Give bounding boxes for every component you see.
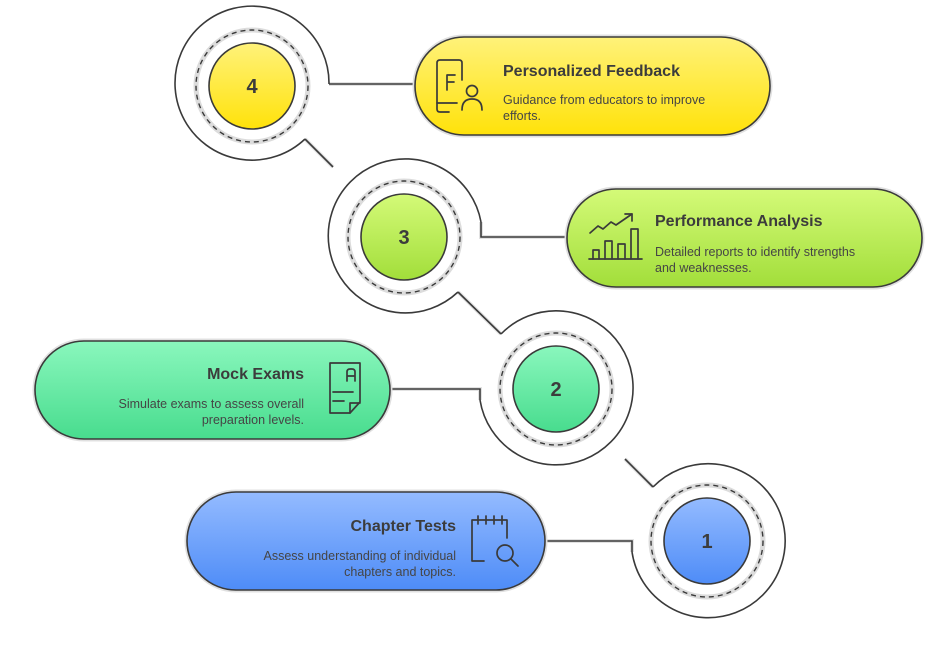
- step-3: 3 Performance Analysis Detailed reports …: [327, 158, 925, 314]
- step-2-dashed-ring: [499, 332, 613, 446]
- step-4-dashed-ring: [195, 29, 309, 143]
- connector-3-to-2: [457, 291, 502, 335]
- connector-2-to-1: [624, 458, 654, 488]
- step-2-number: 2: [550, 379, 561, 401]
- step-4-description-line-2: efforts.: [503, 109, 541, 123]
- growth-chart-icon: [588, 213, 643, 260]
- step-1-number-circle: [663, 497, 751, 585]
- step-1: 1 Chapter Tests Assess understanding of …: [184, 462, 786, 619]
- step-3-title: Performance Analysis: [655, 213, 823, 230]
- step-3-number: 3: [398, 227, 409, 249]
- feedback-person-icon: [436, 59, 483, 113]
- step-3-outer-ring: [327, 158, 482, 314]
- step-3-card: [566, 188, 923, 288]
- step-2-title: Mock Exams: [207, 366, 304, 383]
- step-1-title: Chapter Tests: [350, 518, 456, 535]
- step-1-number: 1: [701, 531, 712, 553]
- step-4-number: 4: [246, 76, 258, 98]
- connector-4-to-3: [304, 138, 334, 168]
- step-1-card: [186, 491, 546, 591]
- step-2: 2 Mock Exams Simulate exams to assess ov…: [32, 310, 634, 466]
- step-1-pill-connector: [545, 540, 633, 552]
- step-4-title: Personalized Feedback: [503, 63, 680, 80]
- step-4: 4 Personalized Feedback Guidance from ed…: [174, 5, 773, 161]
- exam-paper-icon: [329, 362, 361, 414]
- step-3-description-line-1: Detailed reports to identify strengths: [655, 245, 855, 259]
- step-4-number-circle: [208, 42, 296, 130]
- step-1-dashed-ring: [650, 484, 764, 598]
- step-4-card: [414, 36, 771, 136]
- step-3-dashed-ring: [347, 180, 461, 294]
- step-2-description-line-1: Simulate exams to assess overall: [119, 397, 305, 411]
- step-1-description-line-2: chapters and topics.: [344, 565, 456, 579]
- calendar-search-icon: [471, 515, 519, 567]
- step-3-description-line-2: and weaknesses.: [655, 261, 752, 275]
- step-1-description-line-1: Assess understanding of individual: [264, 549, 456, 563]
- step-2-number-circle: [512, 345, 600, 433]
- step-2-outer-ring: [479, 310, 634, 466]
- step-3-pill-connector: [480, 222, 567, 238]
- step-3-number-circle: [360, 193, 448, 281]
- step-4-description-line-1: Guidance from educators to improve: [503, 93, 705, 107]
- ring-connectors: [303, 137, 655, 489]
- step-4-outer-ring: [174, 5, 330, 161]
- step-2-description-line-2: preparation levels.: [202, 413, 304, 427]
- step-2-pill-connector: [390, 388, 481, 400]
- step-2-card: [34, 340, 391, 440]
- step-1-outer-ring: [631, 462, 786, 619]
